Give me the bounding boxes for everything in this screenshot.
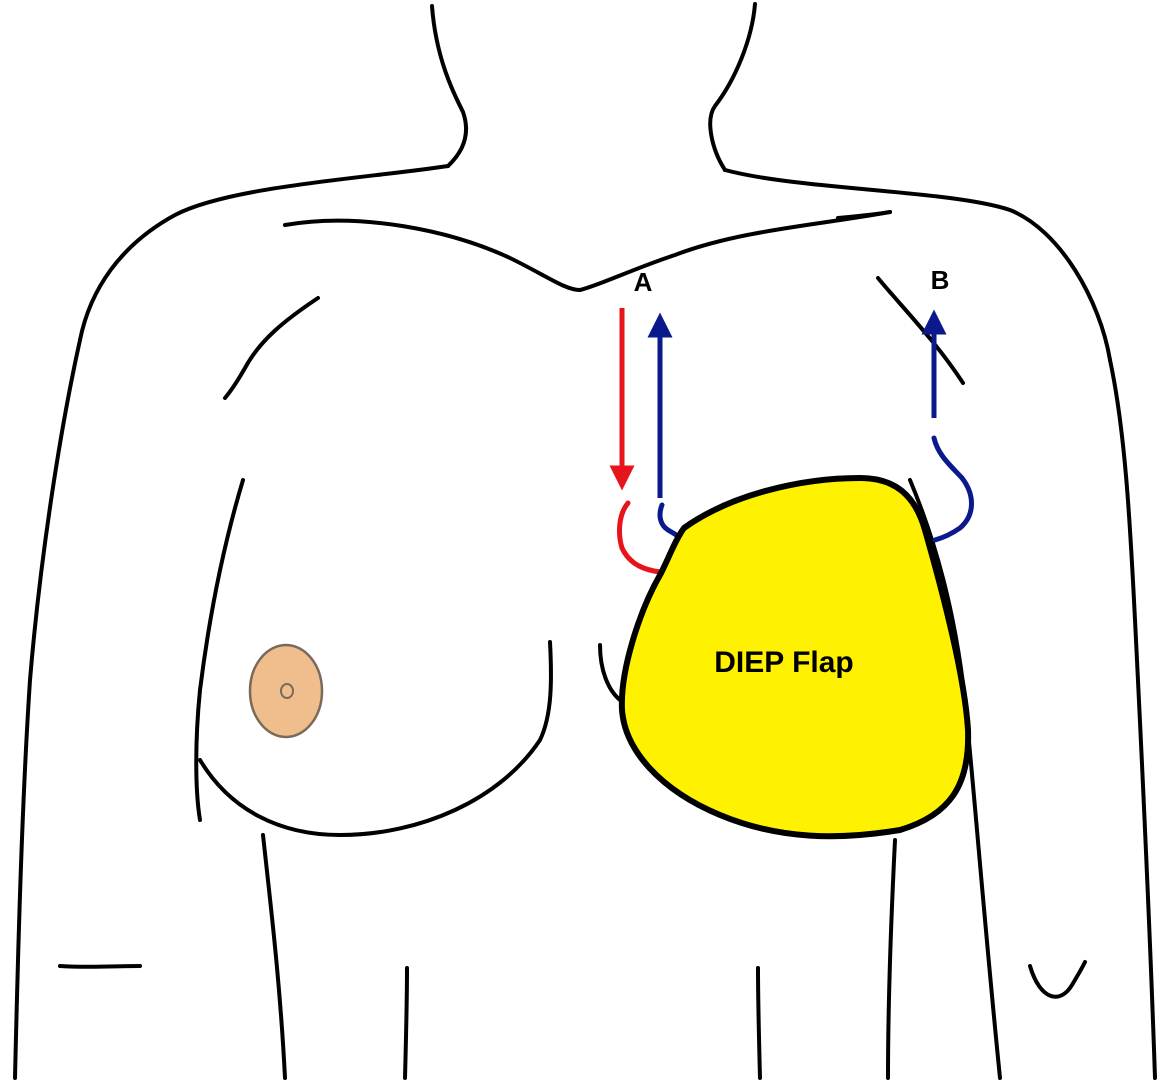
site-a-vessels [620, 308, 680, 572]
areola [250, 645, 322, 737]
site-a-label: A [634, 267, 653, 297]
right-torso-side [888, 840, 895, 1078]
right-elbow-line [1030, 962, 1085, 997]
site-b-label: B [931, 265, 950, 295]
areola-group [250, 645, 322, 737]
right-arm-outer [1110, 360, 1155, 1078]
left-clavicle [285, 221, 580, 290]
cleavage-line [600, 645, 620, 700]
left-deltoid-line [225, 298, 318, 398]
right-clavicle-tip [838, 212, 890, 218]
site-b-vein-anastomosis [934, 438, 972, 540]
right-deltoid-line [878, 278, 963, 383]
left-abdomen-line [405, 968, 407, 1078]
body-outline [15, 4, 1155, 1078]
right-clavicle [580, 212, 890, 290]
site-a-vein-anastomosis [660, 505, 680, 538]
flap-label: DIEP Flap [714, 646, 853, 679]
left-torso-side [263, 835, 285, 1078]
neck-left-line [432, 6, 466, 166]
site-a-artery-anastomosis [620, 503, 660, 572]
right-abdomen-line [758, 968, 760, 1078]
right-shoulder-line [725, 170, 1110, 360]
left-arm-inner [196, 480, 243, 820]
left-elbow-line [60, 966, 140, 967]
neck-right-line [710, 4, 755, 170]
left-shoulder-line [80, 166, 448, 340]
site-b-vessels [934, 322, 972, 540]
